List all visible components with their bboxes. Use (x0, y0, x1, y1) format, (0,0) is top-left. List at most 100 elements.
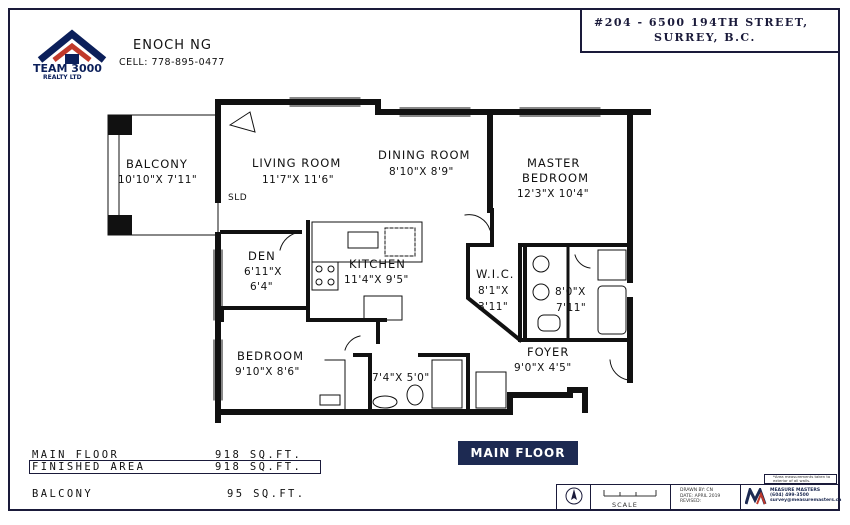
door-swing (464, 214, 491, 231)
exterior-wall (507, 392, 573, 415)
scale-label: SCALE (612, 501, 638, 509)
area-row-finished: FINISHED AREA (32, 461, 145, 473)
area-label: BALCONY (32, 488, 94, 500)
den-label: DEN (248, 249, 276, 263)
bathtub (597, 285, 627, 335)
living-room-dims: 11'7"X 11'6" (262, 174, 334, 186)
sink (532, 283, 550, 301)
bedroom-dims: 9'10"X 8'6" (235, 366, 300, 378)
door-swing (574, 254, 591, 269)
kitchen-label: KITCHEN (349, 257, 406, 271)
stove (311, 261, 339, 291)
north-arrow-icon (565, 487, 583, 505)
sink (372, 395, 398, 409)
balcony-post (108, 115, 132, 135)
balcony-label: BALCONY (126, 157, 188, 171)
foyer-label: FOYER (527, 345, 569, 359)
door-swing (609, 359, 629, 381)
area-label: FINISHED AREA (32, 461, 146, 473)
address-line-1: #204 - 6500 194TH STREET, (594, 16, 809, 29)
kitchen-counter (311, 221, 423, 263)
area-row-main-floor: MAIN FLOOR (32, 449, 119, 461)
company-info: MEASURE MASTERS (604) 499-3500 survey@me… (770, 488, 841, 503)
door (228, 111, 256, 133)
master-bedroom-dims: 12'3"X 10'4" (517, 188, 589, 200)
burner (315, 278, 323, 286)
company-name: MEASURE MASTERS (770, 488, 821, 493)
fridge (363, 295, 403, 321)
agent-cell: CELL: 778-895-0477 (119, 57, 225, 68)
sld-label: SLD (228, 193, 247, 203)
den-dims: 6'11"X (244, 266, 282, 278)
revised: REVISED: (680, 499, 702, 504)
exterior-wall (567, 387, 588, 413)
toilet (406, 384, 424, 406)
wic-dims-2: 3'11" (478, 301, 508, 313)
logo-subtext: REALTY LTD (43, 74, 82, 81)
shower (597, 249, 627, 281)
logo-text: TEAM 3000 (33, 62, 102, 75)
area-label: MAIN FLOOR (32, 449, 120, 461)
bedroom-label: BEDROOM (237, 349, 304, 363)
address-box (580, 10, 838, 53)
master-bedroom-label: MASTER (527, 156, 580, 170)
kitchen-dims: 11'4"X 9'5" (344, 274, 409, 286)
area-value-balcony: 95 SQ.FT. (227, 488, 306, 500)
main-floor-button[interactable]: MAIN FLOOR (458, 441, 578, 465)
address-line-2: SURREY, B.C. (654, 31, 756, 44)
dishwasher (384, 227, 416, 257)
dining-room-dims: 8'10"X 8'9" (389, 166, 454, 178)
interior-wall (466, 243, 523, 343)
den-dims-2: 6'4" (250, 281, 273, 293)
dining-room-label: DINING ROOM (378, 148, 470, 162)
door (319, 394, 341, 406)
title-block (556, 484, 838, 511)
toilet (537, 314, 561, 332)
ensuite-dims-2: 7'11" (556, 302, 586, 314)
door-swing (344, 335, 361, 351)
kitchen-sink (347, 231, 379, 249)
area-value: 918 SQ.FT. (215, 461, 303, 473)
area-note: *Area measurements taken to exterior of … (764, 474, 837, 484)
interior-wall (468, 208, 494, 247)
area-value: 918 SQ.FT. (215, 449, 303, 461)
drawn-by: DRAWN BY: CN (680, 488, 713, 493)
bath-dims: 7'4"X 5'0" (372, 372, 430, 384)
area-value-main-floor: 918 SQ.FT. (215, 449, 302, 461)
area-row-balcony: BALCONY (32, 488, 93, 500)
living-room-label: LIVING ROOM (252, 156, 341, 170)
company-cell (740, 484, 838, 511)
finished-area-box (29, 460, 321, 474)
burner (327, 278, 335, 286)
balcony-post (108, 215, 132, 235)
bathtub (431, 359, 463, 409)
drawn-info: DRAWN BY: CN DATE: APRIL 2019 REVISED: (680, 488, 720, 505)
scale-cell (590, 484, 670, 511)
agent-name: ENOCH NG (133, 38, 212, 53)
laundry (475, 371, 507, 409)
wic-label: W.I.C. (476, 267, 514, 281)
drawn-date: DATE: APRIL 2019 (680, 493, 721, 499)
page-border (8, 8, 840, 511)
closet (324, 359, 346, 413)
master-bedroom-label-2: BEDROOM (522, 171, 589, 185)
company-phone: (604) 499-3500 (770, 493, 809, 498)
exterior-wall (375, 99, 493, 115)
area-value-finished: 918 SQ.FT. (215, 461, 302, 473)
drawn-cell (670, 484, 740, 511)
measure-masters-logo-icon (745, 488, 767, 505)
interior-wall (306, 220, 387, 322)
balcony-dims: 10'10"X 7'11" (118, 174, 197, 186)
burner (315, 265, 323, 273)
interior-wall (418, 353, 470, 414)
door-swing (279, 231, 301, 251)
burner (327, 265, 335, 273)
team-3000-logo-icon (37, 29, 107, 64)
area-value: 95 SQ.FT. (227, 488, 306, 500)
company-email: survey@measuremasters.ca (770, 498, 842, 503)
scale-bar-icon (603, 490, 657, 497)
wic-dims: 8'1"X (478, 285, 509, 297)
foyer-dims: 9'0"X 4'5" (514, 362, 572, 374)
